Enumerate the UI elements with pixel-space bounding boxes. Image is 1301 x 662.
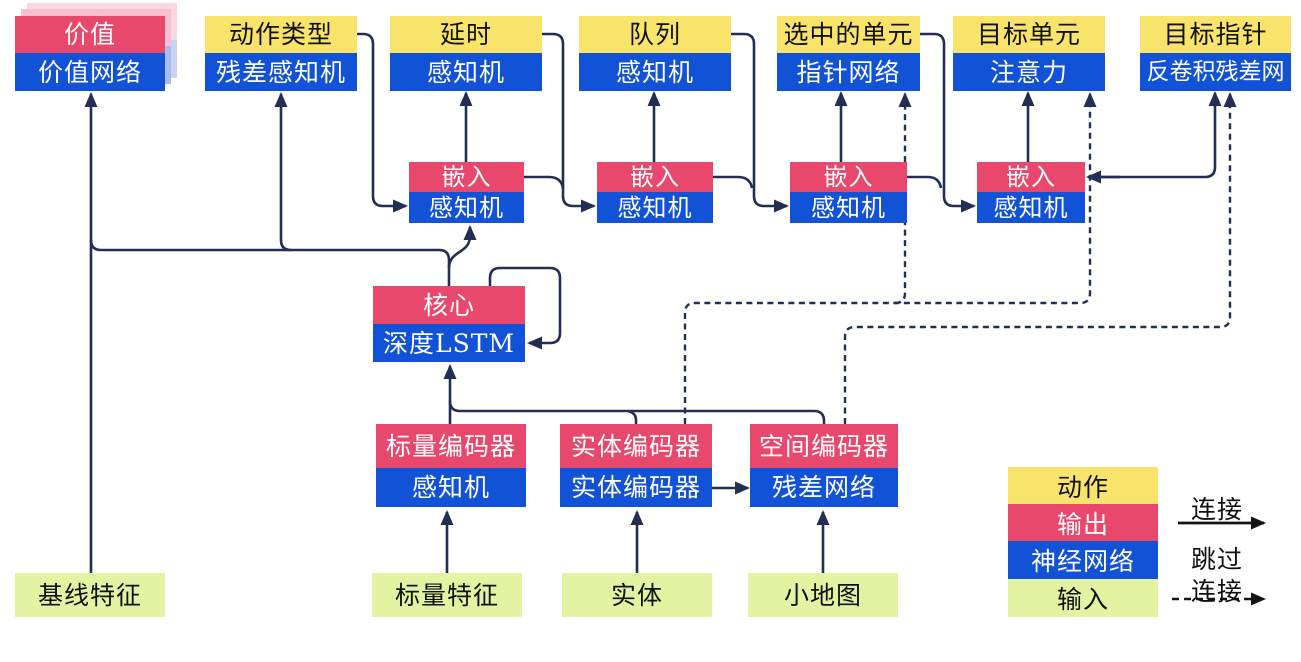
queue-action-label: 队列 bbox=[579, 16, 731, 53]
core-output-label: 核心 bbox=[373, 286, 525, 324]
spatial-encoder-network-label: 残差网络 bbox=[750, 468, 898, 507]
target-point-action-label: 目标指针 bbox=[1140, 16, 1291, 53]
core-network-label: 深度LSTM bbox=[373, 324, 525, 362]
entity-encoder-output-label: 实体编码器 bbox=[560, 424, 712, 468]
edge-fanout-to-embed-1 bbox=[447, 225, 477, 269]
embed-4-output-label: 嵌入 bbox=[977, 162, 1085, 192]
edge-embed-3-exit bbox=[907, 175, 943, 189]
node-selected-units: 选中的单元 指针网络 bbox=[777, 16, 920, 91]
node-queue: 队列 感知机 bbox=[579, 16, 731, 91]
node-core: 核心 深度LSTM bbox=[373, 286, 525, 362]
node-minimap: 小地图 bbox=[748, 573, 898, 617]
node-delay: 延时 感知机 bbox=[390, 16, 542, 91]
node-embed-2: 嵌入 感知机 bbox=[597, 162, 713, 223]
edge-entity-encoder-to-collector bbox=[627, 409, 638, 424]
scalar-encoder-network-label: 感知机 bbox=[376, 468, 526, 507]
node-spatial-encoder: 空间编码器 残差网络 bbox=[750, 424, 898, 507]
edge-fanout-to-action-type bbox=[274, 92, 292, 252]
legend-input-swatch: 输入 bbox=[1008, 579, 1158, 617]
spatial-encoder-output-label: 空间编码器 bbox=[750, 424, 898, 468]
node-target-unit: 目标单元 注意力 bbox=[953, 16, 1105, 91]
edge-collector bbox=[448, 400, 826, 424]
selected-units-action-label: 选中的单元 bbox=[777, 16, 920, 53]
edge-skip-entity-to-target-unit bbox=[683, 92, 1097, 424]
node-target-point: 目标指针 反卷积残差网 bbox=[1140, 16, 1291, 91]
embed-2-output-label: 嵌入 bbox=[597, 162, 713, 192]
legend-network-swatch: 神经网络 bbox=[1008, 541, 1158, 579]
embed-4-network-label: 感知机 bbox=[977, 192, 1085, 223]
delay-network-label: 感知机 bbox=[390, 53, 542, 91]
edge-embed-1-exit bbox=[524, 175, 565, 189]
node-action-type: 动作类型 残差感知机 bbox=[205, 16, 357, 91]
queue-network-label: 感知机 bbox=[579, 53, 731, 91]
legend-skip-label-line2: 连接 bbox=[1190, 577, 1243, 606]
embed-2-network-label: 感知机 bbox=[597, 192, 713, 223]
edge-embed-4-to-target-point bbox=[1097, 91, 1222, 179]
entity-encoder-network-label: 实体编码器 bbox=[560, 468, 712, 507]
legend-action-swatch: 动作 bbox=[1008, 467, 1158, 504]
node-value: 价值 价值网络 bbox=[15, 16, 165, 91]
node-entities: 实体 bbox=[562, 573, 712, 617]
selected-units-network-label: 指针网络 bbox=[777, 53, 920, 91]
action-type-action-label: 动作类型 bbox=[205, 16, 357, 53]
value-output-label: 价值 bbox=[15, 16, 165, 53]
embed-1-network-label: 感知机 bbox=[409, 192, 524, 223]
target-unit-network-label: 注意力 bbox=[953, 53, 1105, 91]
embed-1-output-label: 嵌入 bbox=[409, 162, 524, 192]
embed-3-network-label: 感知机 bbox=[790, 192, 907, 223]
node-entity-encoder: 实体编码器 实体编码器 bbox=[560, 424, 712, 507]
edge-embed-2-exit bbox=[713, 175, 754, 189]
legend-color-key: 动作 输出 神经网络 输入 bbox=[1008, 467, 1158, 617]
action-type-network-label: 残差感知机 bbox=[205, 53, 357, 91]
value-network-label: 价值网络 bbox=[15, 53, 165, 91]
edge-skip-spatial-to-target-point bbox=[843, 92, 1237, 424]
node-scalar-encoder: 标量编码器 感知机 bbox=[376, 424, 526, 507]
edge-core-fanout bbox=[89, 239, 451, 286]
target-unit-action-label: 目标单元 bbox=[953, 16, 1105, 53]
node-embed-3: 嵌入 感知机 bbox=[790, 162, 907, 223]
node-embed-1: 嵌入 感知机 bbox=[409, 162, 524, 223]
embed-3-output-label: 嵌入 bbox=[790, 162, 907, 192]
node-embed-4: 嵌入 感知机 bbox=[977, 162, 1085, 223]
node-scalar-features: 标量特征 bbox=[372, 573, 522, 617]
legend-output-swatch: 输出 bbox=[1008, 504, 1158, 541]
scalar-encoder-output-label: 标量编码器 bbox=[376, 424, 526, 468]
target-point-network-label: 反卷积残差网 bbox=[1140, 53, 1291, 91]
legend-connection-label: 连接 bbox=[1190, 495, 1243, 524]
delay-action-label: 延时 bbox=[390, 16, 542, 53]
legend-skip-label-line1: 跳过 bbox=[1190, 545, 1243, 574]
node-baseline-features: 基线特征 bbox=[15, 573, 165, 617]
